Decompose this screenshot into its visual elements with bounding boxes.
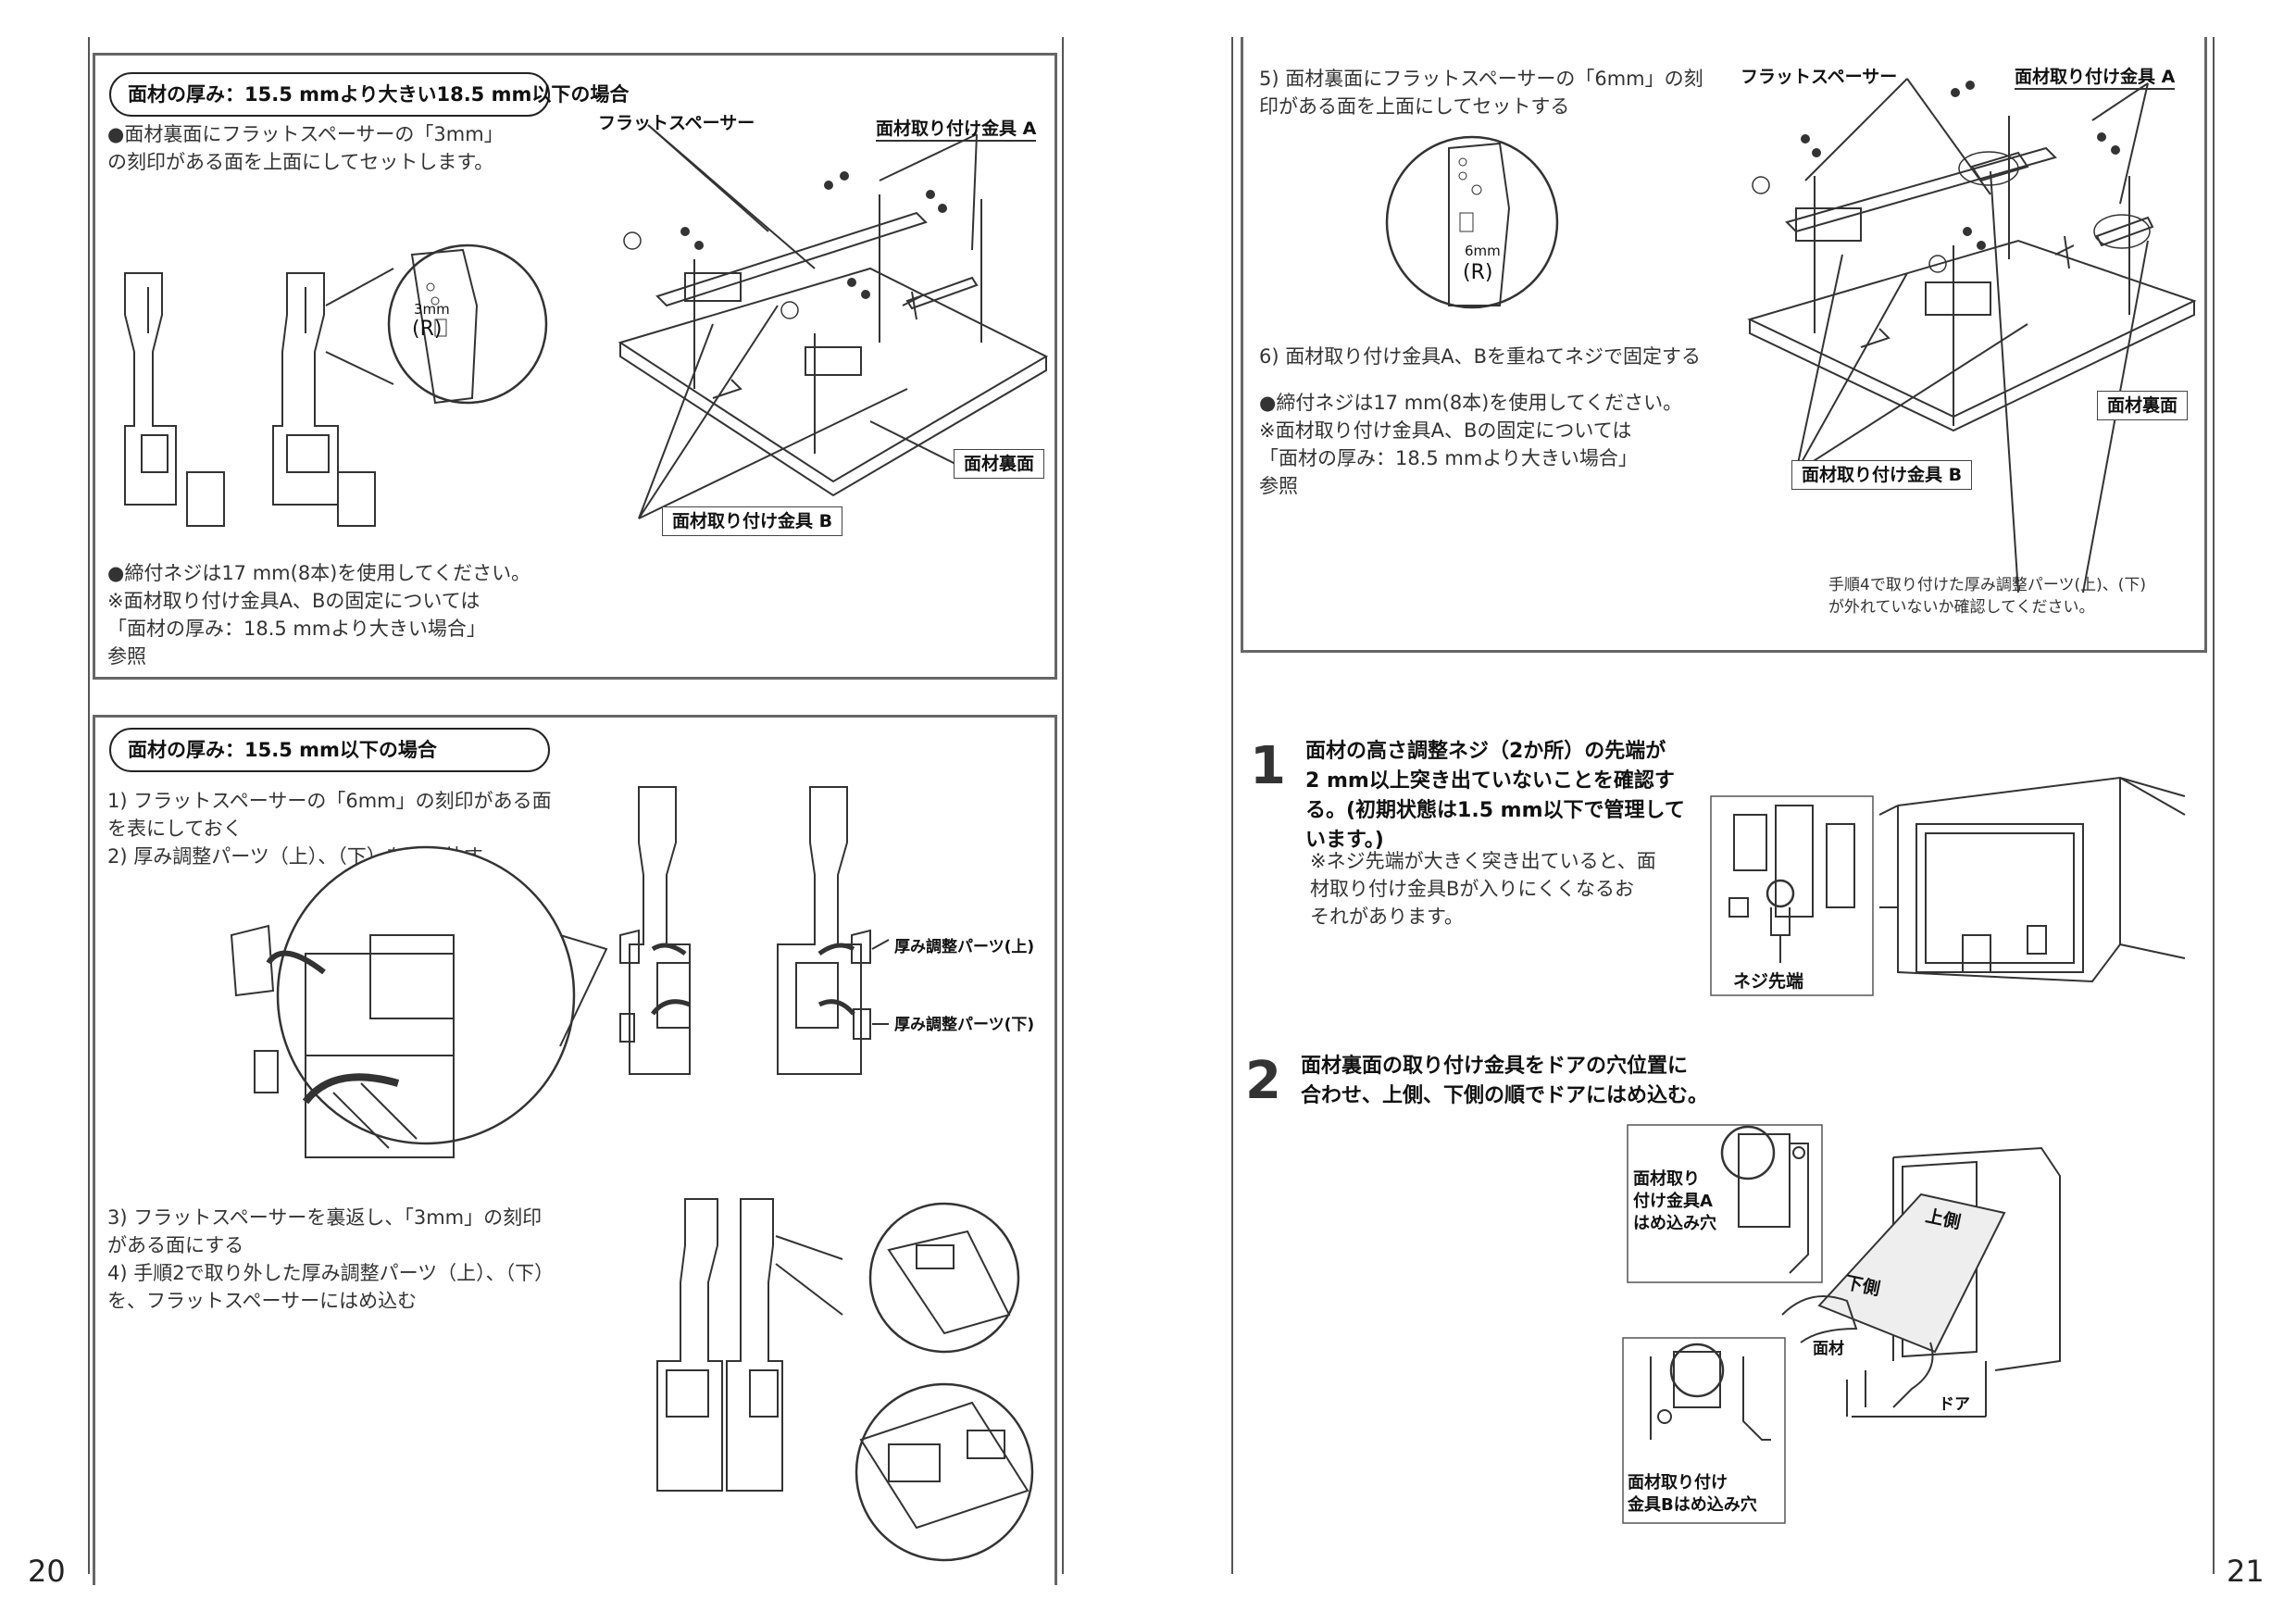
section3-label-bracket-b: 面材取り付け金具 B [1791,460,1973,490]
section-thickness-under-15 [93,715,1057,1585]
step2-hole-a-detail [1628,1125,1822,1282]
section2-steps-3-4: 3) フラットスペーサーを裏返し、「3mm」の刻印 がある面にする 4) 手順2… [107,1206,555,1312]
section3-label-spacer: フラットスペーサー [1741,67,1898,87]
section3-stamp-side: (R) [1463,261,1493,284]
section-right-top [1241,37,2207,653]
left-page-right-line [1062,37,1064,1574]
step1-dishwasher-illustration [1879,759,2185,981]
section-thickness-15-18 [93,53,1057,680]
step2-instruction: 面材裏面の取り付け金具をドアの穴位置に 合わせ、上側、下側の順でドアにはめ込む。 [1301,1055,1709,1107]
section3-exploded-panel-illustration [1741,65,2194,583]
section2-title-pill: 面材の厚み：15.5 mm以下の場合 [109,728,550,772]
step1-instruction: 面材の高さ調整ネジ（2か所）の先端が 2 mm以上突き出ていないことを確認す る… [1305,740,1685,852]
section2-label-upper-part: 厚み調整パーツ(上) [894,938,1035,956]
section1-label-bracket-b: 面材取り付け金具 B [662,506,843,536]
step2-label-panel: 面材 [1813,1340,1844,1358]
section3-stamp-magnified [1384,134,1560,319]
left-edge-line [88,37,90,1574]
section1-stamp-side: (R) [412,318,443,341]
page-number-left: 20 [28,1554,66,1589]
section1-stamp-size: 3mm [414,301,450,318]
section3-step6: 6) 面材取り付け金具A、Bを重ねてネジで固定する [1259,345,1701,368]
section1-spacer-pair-illustration [111,185,593,556]
page-number-right: 21 [2227,1554,2265,1589]
section2-label-lower-part: 厚み調整パーツ(下) [894,1016,1035,1034]
section3-stamp-size: 6mm [1465,243,1501,259]
section3-check-note: 手順4で取り付けた厚み調整パーツ(上)、(下) が外れていないか確認してください… [1828,576,2147,617]
step2-door-install-illustration [1764,1130,2060,1435]
step1-screw-tip-detail [1711,796,1873,995]
step1-label-screw-tip: ネジ先端 [1733,971,1804,992]
step1-note: ※ネジ先端が大きく突き出ていると、面 材取り付け金具Bが入りにくくなるお それが… [1310,850,1656,928]
section1-label-spacer: フラットスペーサー [598,113,755,133]
step2-hole-b-detail [1623,1338,1785,1523]
section1-screw-note: ●締付ネジは17 mm(8本)を使用してください。 ※面材取り付け金具A、Bの固… [107,562,531,668]
section3-screw-note: ●締付ネジは17 mm(8本)を使用してください。 ※面材取り付け金具A、Bの固… [1259,392,1683,497]
section2-steps-1-2: 1) フラットスペーサーの「6mm」の刻印がある面 を表にしておく 2) 厚み調… [107,790,552,868]
section1-label-panel-back: 面材裏面 [954,449,1045,479]
section1-intro: ●面材裏面にフラットスペーサーの「3mm」 の刻印がある面を上面にしてセットしま… [107,123,504,173]
section2-spacer-parts-illustration [611,787,1074,1102]
section1-label-bracket-a: 面材取り付け金具 A [876,115,1037,142]
section1-title-pill: 面材の厚み：15.5 mmより大きい18.5 mm以下の場合 [109,72,629,117]
section3-step5: 5) 面材裏面にフラットスペーサーの「6mm」の刻 印がある面を上面にしてセット… [1259,68,1703,118]
section1-exploded-panel-illustration [602,111,1046,537]
section3-label-bracket-a: 面材取り付け金具 A [2015,63,2176,90]
section2-magnified-detail [185,870,611,1185]
section2-reverse-spacer-illustration [611,1194,1055,1565]
right-edge-line [2213,37,2215,1574]
step2-number: 2 [1245,1051,1281,1111]
step2-label-hole-a: 面材取り 付け金具A はめ込み穴 [1633,1169,1716,1233]
step2-label-door: ドア [1939,1395,1970,1414]
section3-label-panel-back: 面材裏面 [2097,391,2189,420]
step1-number: 1 [1250,736,1286,796]
step2-label-hole-b: 面材取り付け 金具Bはめ込み穴 [1628,1473,1757,1515]
right-page-left-line [1231,37,1233,1574]
